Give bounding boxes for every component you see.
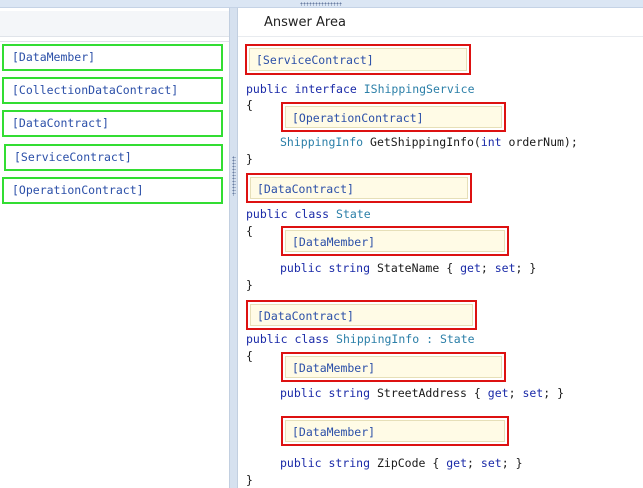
keyword-string: string — [328, 456, 371, 470]
pane-splitter[interactable] — [229, 8, 238, 488]
choice-datacontract[interactable]: [DataContract] — [2, 110, 223, 137]
drop-slot-3-value: [DataContract] — [250, 177, 468, 199]
drop-slot-3[interactable]: [DataContract] — [246, 173, 472, 203]
drop-slot-6[interactable]: [DataMember] — [281, 352, 506, 382]
code-brace-close-1: } — [246, 152, 253, 166]
drop-slot-4[interactable]: [DataMember] — [281, 226, 509, 256]
param-ordernum: orderNum); — [508, 135, 578, 149]
horizontal-grip-icon[interactable] — [300, 2, 342, 6]
code-line-streetaddress: public string StreetAddress { get; set; … — [280, 386, 565, 400]
type-ishippingservice: IShippingService — [363, 82, 475, 96]
code-line-zipcode: public string ZipCode { get; set; } — [280, 456, 523, 470]
choice-collectiondatacontract[interactable]: [CollectionDataContract] — [2, 77, 223, 104]
choice-servicecontract[interactable]: [ServiceContract] — [4, 144, 223, 171]
drop-slot-5-value: [DataContract] — [250, 304, 473, 326]
keyword-public: public — [246, 207, 288, 221]
keyword-class: class — [294, 207, 330, 221]
code-brace-open-2: { — [246, 224, 253, 238]
type-shippinginfo: ShippingInfo — [280, 135, 364, 149]
type-shippinginfo: ShippingInfo — [336, 332, 420, 346]
code-brace-close-2: } — [246, 278, 253, 292]
code-brace-open-3: { — [246, 349, 253, 363]
keyword-string: string — [328, 261, 371, 275]
prop-statename: StateName — [376, 261, 440, 275]
keyword-interface: interface — [294, 82, 357, 96]
drop-slot-7-value: [DataMember] — [285, 420, 505, 442]
drop-slot-1-value: [ServiceContract] — [249, 48, 467, 71]
keyword-public: public — [246, 332, 288, 346]
keyword-int: int — [480, 135, 502, 149]
choice-datamember[interactable]: [DataMember] — [2, 44, 223, 71]
type-state: State — [336, 207, 371, 221]
drop-slot-2-value: [OperationContract] — [285, 106, 502, 128]
code-line-interface: public interface IShippingService — [246, 82, 475, 96]
keyword-public: public — [280, 386, 322, 400]
choices-pane: [DataMember] [CollectionDataContract] [D… — [0, 8, 229, 488]
answer-area-divider — [238, 36, 643, 37]
code-line-statename: public string StateName { get; set; } — [280, 261, 537, 275]
keyword-class: class — [294, 332, 330, 346]
prop-zipcode: ZipCode — [376, 456, 426, 470]
keyword-string: string — [328, 386, 371, 400]
drop-slot-5[interactable]: [DataContract] — [246, 300, 477, 330]
choices-header — [0, 11, 229, 37]
drop-slot-4-value: [DataMember] — [285, 230, 505, 252]
keyword-public: public — [246, 82, 288, 96]
choices-divider — [0, 41, 229, 42]
prop-streetaddress: StreetAddress — [376, 386, 467, 400]
code-line-class-state: public class State — [246, 207, 371, 221]
code-line-method: ShippingInfo GetShippingInfo(int orderNu… — [280, 135, 578, 149]
vertical-grip-icon[interactable] — [232, 156, 236, 196]
type-state: State — [439, 332, 475, 346]
drop-slot-1[interactable]: [ServiceContract] — [245, 44, 471, 75]
answer-area-title: Answer Area — [264, 15, 346, 30]
drop-slot-2[interactable]: [OperationContract] — [281, 102, 506, 132]
top-strip — [0, 0, 643, 8]
keyword-public: public — [280, 456, 322, 470]
choice-operationcontract[interactable]: [OperationContract] — [2, 177, 223, 204]
code-line-class-shippinginfo: public class ShippingInfo : State — [246, 332, 475, 346]
keyword-public: public — [280, 261, 322, 275]
drop-slot-6-value: [DataMember] — [285, 356, 502, 378]
method-getshippinginfo: GetShippingInfo( — [370, 135, 481, 149]
drop-slot-7[interactable]: [DataMember] — [281, 416, 509, 446]
code-brace-close-3: } — [246, 473, 253, 487]
code-brace-open-1: { — [246, 98, 253, 112]
